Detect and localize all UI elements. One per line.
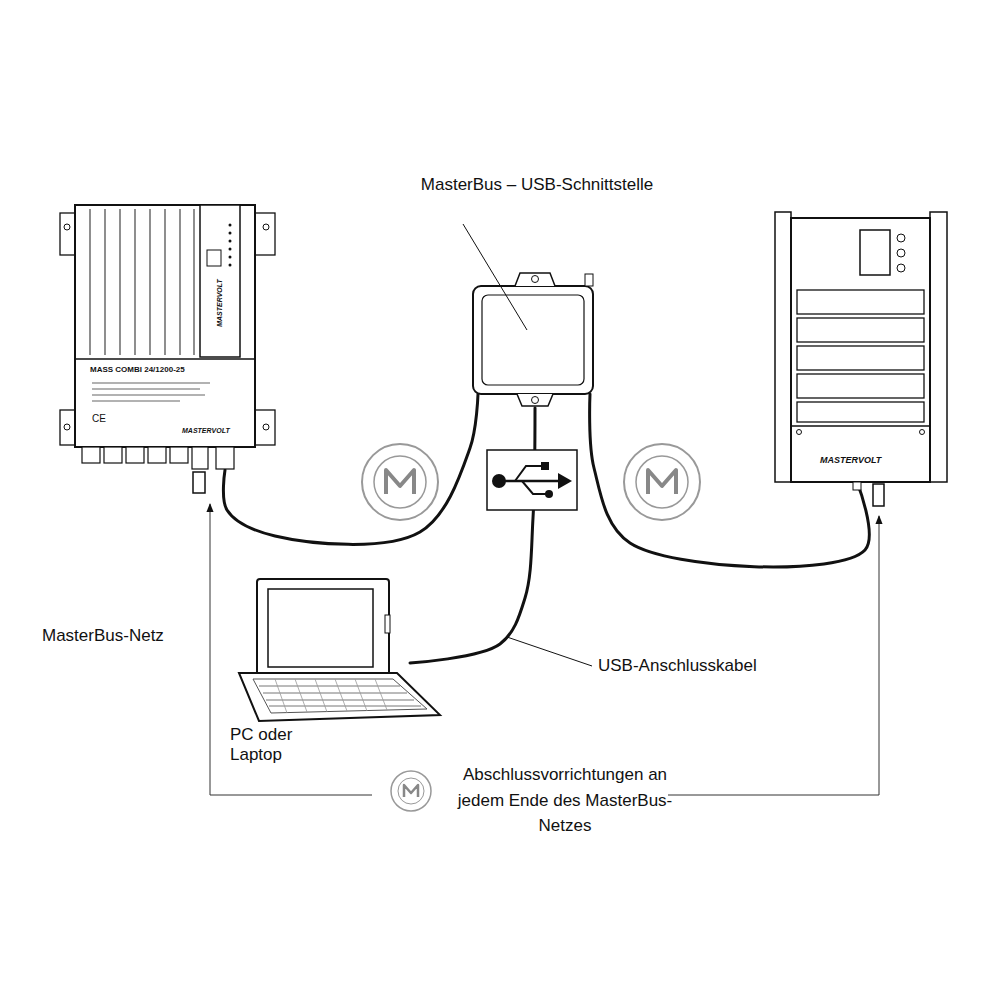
- cable-connector: [223, 394, 478, 544]
- cable-connector: [410, 408, 535, 663]
- part-heading: MasterBus – USB-Schnittstelle: [421, 175, 653, 195]
- charger-device: MASTERVOLT: [775, 212, 947, 482]
- masterbus-logo: [391, 771, 431, 811]
- masterbus-logo: [624, 444, 700, 520]
- cable-label: USB-Anschlusskabel: [598, 656, 757, 676]
- terminator: [193, 472, 205, 493]
- masterbus-logo: [362, 444, 438, 520]
- ce-mark: CE: [92, 413, 106, 425]
- leader-line: [507, 637, 592, 666]
- usb-symbol: [487, 450, 577, 510]
- outline-shape: [465, 268, 600, 408]
- model-label: MASS COMBI 24/1200-25: [90, 365, 185, 375]
- brand-mark: MASTERVOLT: [216, 279, 224, 327]
- leader-arrow: [210, 504, 372, 795]
- network-label: MasterBus-Netz: [42, 626, 164, 646]
- brand-mark: MASTERVOLT: [820, 455, 881, 466]
- laptop: PC oder Laptop: [235, 575, 440, 723]
- outline-shape: [60, 205, 275, 470]
- device-caption: PC oder Laptop: [230, 725, 342, 766]
- usb-interface: MasterBus – USB-Schnittstelle: [465, 268, 600, 408]
- terminator: [873, 484, 884, 506]
- brand-mark: MASTERVOLT: [182, 427, 230, 435]
- inverter-charger: MASTERVOLT MASS COMBI 24/1200-25CE MASTERV…: [60, 205, 275, 470]
- outline-shape: [235, 575, 440, 723]
- outline-shape: [775, 212, 947, 482]
- terminator-note: Abschlussvorrichtungen an jedem Ende des…: [452, 762, 678, 839]
